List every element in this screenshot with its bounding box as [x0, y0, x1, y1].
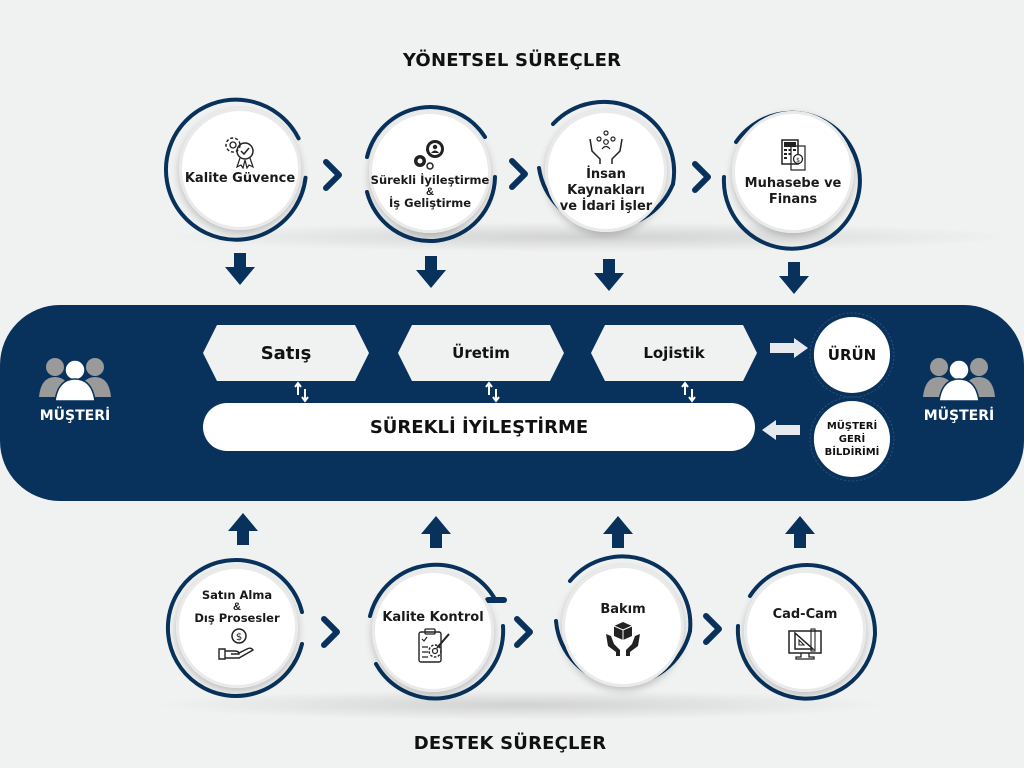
process-label: Bakım: [600, 602, 646, 617]
customer-label: MÜŞTERİ: [923, 408, 995, 424]
process-surekli-iyilestirme[interactable]: Sürekli İyileştirme & İş Geliştirme: [355, 97, 505, 247]
quality-assurance-gear-badge-icon: [225, 137, 255, 169]
process-cad-cam[interactable]: Cad-Cam: [730, 556, 880, 706]
process-kalite-kontrol[interactable]: Kalite Kontrol: [358, 556, 508, 706]
people-in-hands-icon: [589, 130, 623, 164]
gears-person-icon: [414, 140, 444, 170]
process-satin-alma[interactable]: Satın Alma & Dış Prosesler $: [162, 552, 312, 702]
step-satis[interactable]: Satış: [203, 325, 369, 381]
customer-right: MÜŞTERİ: [914, 355, 1004, 424]
arrow-down-icon: [779, 262, 809, 294]
process-label: Kalite Kontrol: [382, 610, 484, 625]
bidirectional-arrow-icon: [294, 381, 309, 403]
ring-arc: [735, 563, 878, 701]
process-muhasebe-finans[interactable]: $ Muhasebe ve Finans: [718, 97, 868, 251]
ring-arc: [365, 105, 497, 244]
arrow-left-icon: [762, 420, 800, 440]
process-label-line2: İş Geliştirme: [389, 196, 471, 210]
product-circle[interactable]: ÜRÜN: [808, 311, 896, 399]
feedback-line1: MÜŞTERİ: [826, 420, 878, 432]
chevron-right-icon: [321, 616, 340, 648]
bidirectional-arrow-icon: [485, 381, 500, 403]
box-in-hands-icon: [606, 622, 640, 656]
svg-text:$: $: [796, 157, 800, 164]
customer-left: MÜŞTERİ: [30, 355, 120, 424]
process-insan-kaynaklari[interactable]: İnsan Kaynakları ve İdari İşler: [531, 96, 681, 246]
chevron-right-icon: [514, 616, 533, 648]
bottom-shadow-band: [150, 690, 890, 720]
process-label-line1: Muhasebe ve: [744, 176, 842, 191]
chevron-right-icon: [323, 159, 342, 191]
process-bakim[interactable]: Bakım: [548, 551, 698, 701]
support-processes-title: DESTEK SÜREÇLER: [413, 733, 607, 754]
arrow-down-icon: [594, 259, 624, 291]
hand-money-icon: $: [218, 628, 254, 660]
process-label-line2: Finans: [768, 192, 818, 207]
arrow-up-icon: [785, 516, 815, 548]
process-label-line2: ve İdari İşler: [559, 199, 653, 214]
process-label-line2: Dış Prosesler: [194, 611, 280, 625]
arrow-up-icon: [421, 516, 451, 548]
process-label-line1: Sürekli İyileştirme: [370, 173, 490, 187]
process-ampersand: &: [426, 186, 434, 198]
feedback-line2: GERİ: [838, 433, 866, 445]
product-label: ÜRÜN: [814, 317, 890, 393]
arrow-right-icon: [770, 338, 808, 358]
ring-arc: [368, 562, 507, 701]
management-processes-title: YÖNETSEL SÜREÇLER: [402, 50, 622, 71]
arrow-up-icon: [603, 516, 633, 548]
chevron-right-icon: [703, 613, 722, 645]
chevron-right-icon: [509, 158, 528, 190]
process-ampersand: &: [233, 601, 241, 613]
clipboard-gear-icon: [418, 628, 450, 663]
step-uretim[interactable]: Üretim: [398, 325, 564, 381]
process-label: Kalite Güvence: [184, 171, 296, 186]
arrow-up-icon: [228, 513, 258, 545]
arrow-down-icon: [416, 256, 446, 288]
svg-text:$: $: [236, 632, 242, 643]
customer-group-icon: [39, 358, 111, 402]
monitor-drafting-icon: [788, 628, 822, 660]
customer-group-icon: [923, 358, 995, 402]
customer-feedback-circle[interactable]: MÜŞTERİ GERİ BİLDİRİMİ: [808, 395, 896, 483]
customer-label: MÜŞTERİ: [39, 408, 111, 424]
process-label-line1: Satın Alma: [201, 588, 273, 602]
process-label-line1: İnsan Kaynakları: [567, 167, 645, 198]
feedback-line3: BİLDİRİMİ: [824, 446, 880, 458]
arrow-down-icon: [225, 253, 255, 285]
step-lojistik[interactable]: Lojistik: [591, 325, 757, 381]
continuous-improvement-bar[interactable]: SÜREKLİ İYİLEŞTİRME: [203, 403, 755, 451]
bidirectional-arrow-icon: [681, 381, 696, 403]
process-label: Cad-Cam: [772, 607, 838, 622]
ring-arc: [165, 558, 304, 698]
chevron-right-icon: [692, 161, 711, 193]
calculator-money-icon: $: [781, 139, 806, 171]
ring-arc: [163, 97, 308, 242]
process-kalite-guvence[interactable]: Kalite Güvence: [163, 94, 315, 244]
